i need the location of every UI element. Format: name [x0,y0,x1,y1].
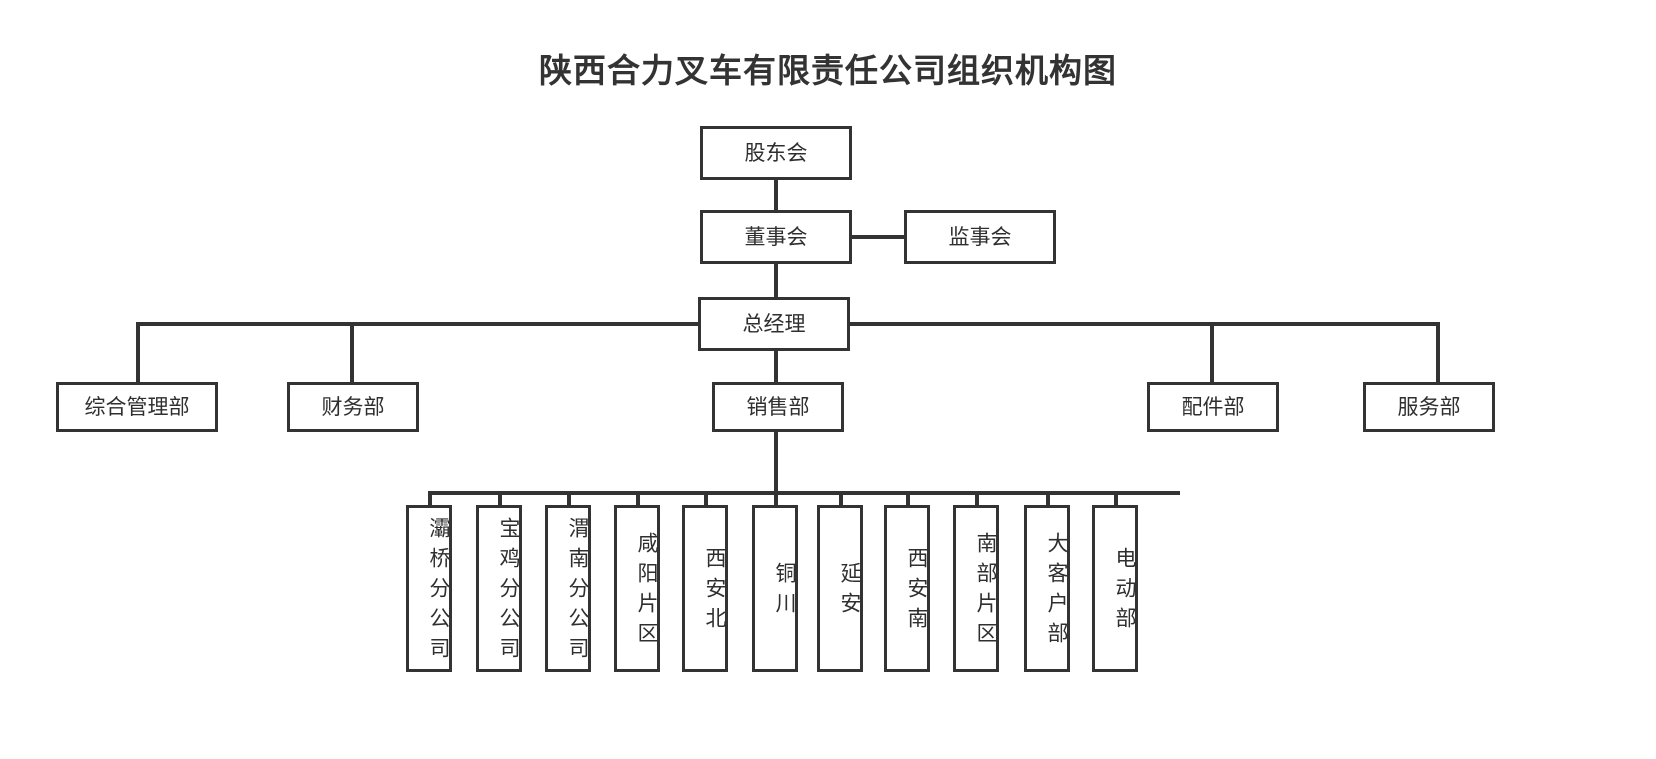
node-shareholders-label: 股东会 [744,140,808,165]
node-xian-north[interactable]: 西安北 [682,505,728,672]
node-xian-south-label: 西安南 [905,546,929,637]
node-weinan-branch[interactable]: 渭南分公司 [545,505,591,672]
node-service-dept[interactable]: 服务部 [1363,382,1495,432]
edge-gm-to-finance [350,322,354,383]
node-finance-dept-label: 财务部 [321,394,385,419]
node-electric-dept[interactable]: 电动部 [1092,505,1138,672]
node-electric-dept-label: 电动部 [1113,546,1137,637]
node-weinan-branch-label: 渭南分公司 [566,516,590,667]
node-baoji-branch-label: 宝鸡分公司 [497,516,521,667]
node-xianyang-area[interactable]: 咸阳片区 [614,505,660,672]
node-yanan-label: 延安 [838,561,862,622]
edge-board-to-supervisors [851,235,906,239]
node-general-admin-dept[interactable]: 综合管理部 [56,382,218,432]
edge-gm-to-sales [774,350,778,383]
node-board-of-directors-label: 董事会 [744,224,808,249]
node-parts-dept[interactable]: 配件部 [1147,382,1279,432]
node-service-dept-label: 服务部 [1397,394,1461,419]
node-baqiao-branch[interactable]: 灞桥分公司 [406,505,452,672]
node-xian-north-label: 西安北 [703,546,727,637]
node-yanan[interactable]: 延安 [817,505,863,672]
node-southern-area[interactable]: 南部片区 [953,505,999,672]
node-board-of-directors[interactable]: 董事会 [700,210,852,264]
node-parts-dept-label: 配件部 [1181,394,1245,419]
page-title: 陕西合力叉车有限责任公司组织机构图 [539,52,1117,89]
edge-sales-stem [774,430,778,494]
node-sales-dept[interactable]: 销售部 [712,382,844,432]
node-baqiao-branch-label: 灞桥分公司 [427,516,451,667]
node-baoji-branch[interactable]: 宝鸡分公司 [476,505,522,672]
node-tongchuan-label: 铜川 [773,561,797,622]
edge-gm-to-service [1436,322,1440,383]
node-southern-area-label: 南部片区 [974,531,998,652]
node-key-account-dept[interactable]: 大客户部 [1024,505,1070,672]
edge-gm-to-parts [1210,322,1214,383]
node-shareholders[interactable]: 股东会 [700,126,852,180]
node-xian-south[interactable]: 西安南 [884,505,930,672]
node-tongchuan[interactable]: 铜川 [752,505,798,672]
edge-sales-distribution-bar [428,491,1180,495]
node-general-admin-dept-label: 综合管理部 [84,394,190,419]
node-board-of-supervisors[interactable]: 监事会 [904,210,1056,264]
edge-gm-to-general-admin [136,322,140,383]
node-board-of-supervisors-label: 监事会 [948,224,1012,249]
node-sales-dept-label: 销售部 [746,394,810,419]
node-finance-dept[interactable]: 财务部 [287,382,419,432]
edge-board-to-gm [774,263,778,298]
node-general-manager-label: 总经理 [742,311,806,336]
node-xianyang-area-label: 咸阳片区 [635,531,659,652]
node-key-account-dept-label: 大客户部 [1045,531,1069,652]
node-general-manager[interactable]: 总经理 [698,297,850,351]
edge-shareholders-to-board [774,180,778,210]
